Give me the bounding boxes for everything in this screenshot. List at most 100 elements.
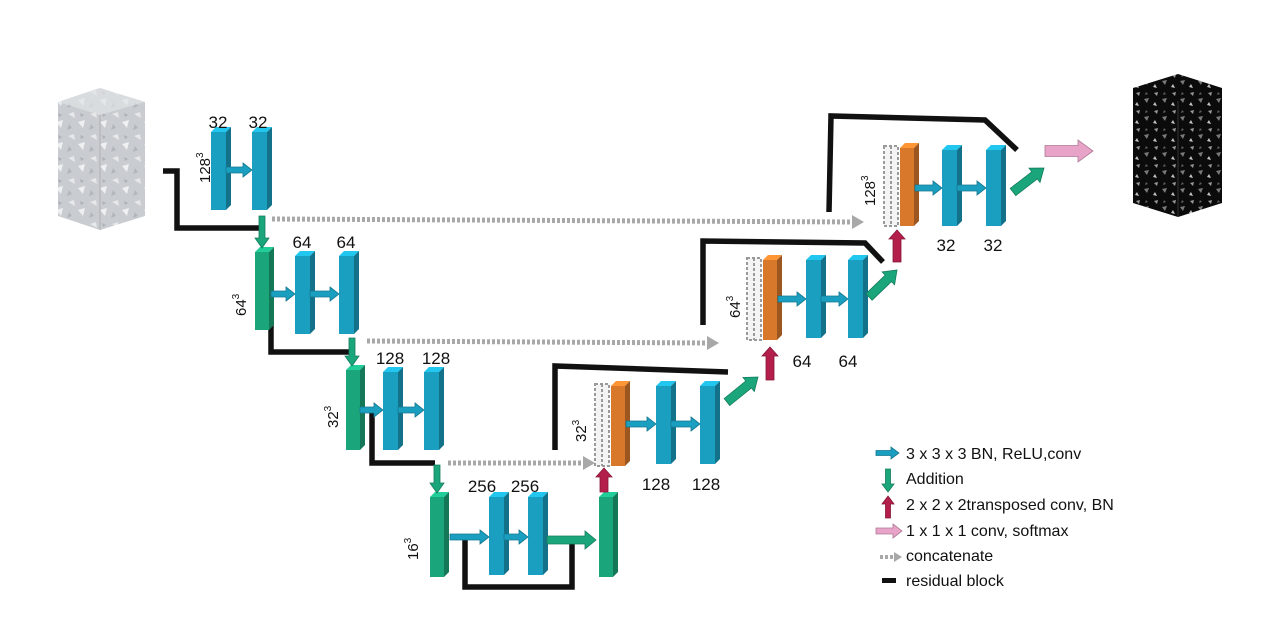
network-blocks [211, 127, 1006, 577]
dec1-channel-label-1: 32 [937, 236, 956, 255]
dec1-conv-block-2 [986, 145, 1006, 226]
svg-text:643: 643 [231, 293, 250, 316]
dec3-size-label: 323 [571, 419, 590, 442]
dec2-upsample-block [763, 255, 782, 340]
enc2-conv-block-2 [339, 251, 359, 334]
enc3-size-label: 323 [323, 405, 342, 428]
legend-item-transposed: 2 x 2 x 2transposed conv, BN [881, 495, 1114, 519]
legend-label: 3 x 3 x 3 BN, ReLU,conv [906, 446, 1081, 463]
enc4-channel-label-2: 256 [511, 477, 539, 496]
svg-text:323: 323 [571, 419, 590, 442]
network-arrows [225, 139, 1094, 550]
dec3-channel-label-2: 128 [692, 475, 720, 494]
dec2-conv-block-2 [848, 255, 868, 338]
svg-text:163: 163 [403, 537, 422, 560]
dec3-channel-label-1: 128 [642, 475, 670, 494]
legend-item-concat: concatenate [880, 548, 993, 565]
dec2-conv-arrow-1 [777, 291, 807, 307]
transposed-arrow-2 [761, 346, 779, 381]
enc2-conv-arrow-2 [309, 286, 340, 302]
enc1-conv-block-2 [252, 127, 272, 210]
bottleneck-addition-arrow [546, 530, 597, 550]
dec3-conv-block-1 [656, 381, 676, 464]
dec2-output-arrow [865, 269, 898, 301]
svg-text:643: 643 [725, 295, 744, 318]
dec2-channel-label-2: 64 [839, 352, 858, 371]
enc4-conv-block-2 [528, 492, 548, 575]
legend-item-softmax: 1 x 1 x 1 conv, softmax [875, 523, 1068, 540]
enc3-conv-arrow-2 [397, 402, 425, 418]
enc4-conv-arrow-2 [503, 529, 529, 545]
concatenate-connections [271, 215, 864, 470]
enc3-conv-arrow-1 [359, 402, 384, 418]
dec3-concat-block [594, 383, 610, 467]
transposed-arrow-3 [888, 229, 906, 263]
residual-connections [163, 113, 1019, 590]
legend-item-residual: residual block [882, 573, 1005, 590]
enc3-conv-block-2 [424, 367, 444, 450]
dec2-size-label: 643 [725, 295, 744, 318]
enc1-channel-label-2: 32 [249, 113, 268, 132]
dec3-output-arrow [723, 376, 759, 407]
enc1-channel-label-1: 32 [209, 113, 228, 132]
svg-text:323: 323 [323, 405, 342, 428]
svg-text:1283: 1283 [195, 152, 214, 183]
dec3-conv-block-2 [700, 381, 720, 464]
enc2-size-label: 643 [231, 293, 250, 316]
legend-concat-arrow-icon [880, 552, 902, 562]
legend-conv-arrow-icon [875, 446, 900, 460]
bottleneck-output-block [599, 492, 618, 577]
enc4-conv-block-1 [489, 492, 509, 575]
dec3-conv-arrow-1 [625, 416, 657, 432]
dec2-concat-block [746, 257, 762, 341]
legend-label: Addition [906, 471, 964, 488]
legend-conv-arrow-icon [875, 446, 900, 460]
addition-arrow-1 [254, 215, 270, 249]
legend-addition-arrow-icon [881, 468, 895, 493]
legend-label: 2 x 2 x 2transposed conv, BN [906, 497, 1114, 514]
dec1-channel-label-2: 32 [984, 236, 1003, 255]
enc4-conv-arrow-1 [449, 529, 490, 545]
enc2-conv-arrow-1 [270, 286, 296, 302]
dec2-channel-label-1: 64 [793, 352, 812, 371]
dec1-conv-arrow-1 [914, 180, 943, 196]
enc2-conv-block-1 [295, 251, 315, 334]
legend-transposed-arrow-icon [881, 495, 895, 519]
enc1-conv-block-1 [211, 127, 231, 210]
enc4-addition-block [430, 492, 449, 577]
enc2-channel-label-1: 64 [293, 233, 312, 252]
legend-item-addition: Addition [881, 468, 964, 493]
softmax-arrow [1044, 139, 1094, 163]
dec1-conv-arrow-2 [956, 180, 987, 196]
legend-label: concatenate [906, 548, 993, 565]
dec1-size-label: 1283 [860, 175, 879, 206]
legend-label: 1 x 1 x 1 conv, softmax [906, 523, 1068, 540]
addition-arrow-3 [429, 464, 445, 494]
legend-softmax-arrow-icon [875, 523, 903, 539]
enc3-channel-label-1: 128 [376, 349, 404, 368]
legend-addition-arrow-icon [881, 468, 895, 493]
enc2-channel-label-2: 64 [337, 233, 356, 252]
legend-softmax-arrow-icon [875, 523, 903, 539]
enc4-size-label: 163 [403, 537, 422, 560]
dec1-upsample-block [900, 143, 919, 226]
dec3-conv-arrow-2 [670, 416, 701, 432]
svg-text:1283: 1283 [860, 175, 879, 206]
legend-item-conv: 3 x 3 x 3 BN, ReLU,conv [875, 446, 1081, 463]
input-volume-icon [58, 88, 145, 230]
enc4-channel-label-1: 256 [468, 477, 496, 496]
enc1-conv-arrow [225, 162, 253, 178]
enc2-addition-block [255, 247, 274, 330]
addition-arrow-2 [344, 337, 360, 367]
enc3-channel-label-2: 128 [422, 349, 450, 368]
legend-residual-line-icon [882, 578, 896, 583]
enc3-conv-block-1 [383, 367, 403, 450]
dec1-concat-block [883, 145, 899, 227]
dec1-output-arrow [1009, 167, 1045, 197]
legend-label: residual block [906, 573, 1005, 590]
output-volume-icon [1133, 74, 1222, 217]
dec2-conv-arrow-2 [820, 291, 849, 307]
enc1-size-label: 1283 [195, 152, 214, 183]
transposed-arrow-1 [595, 467, 613, 493]
